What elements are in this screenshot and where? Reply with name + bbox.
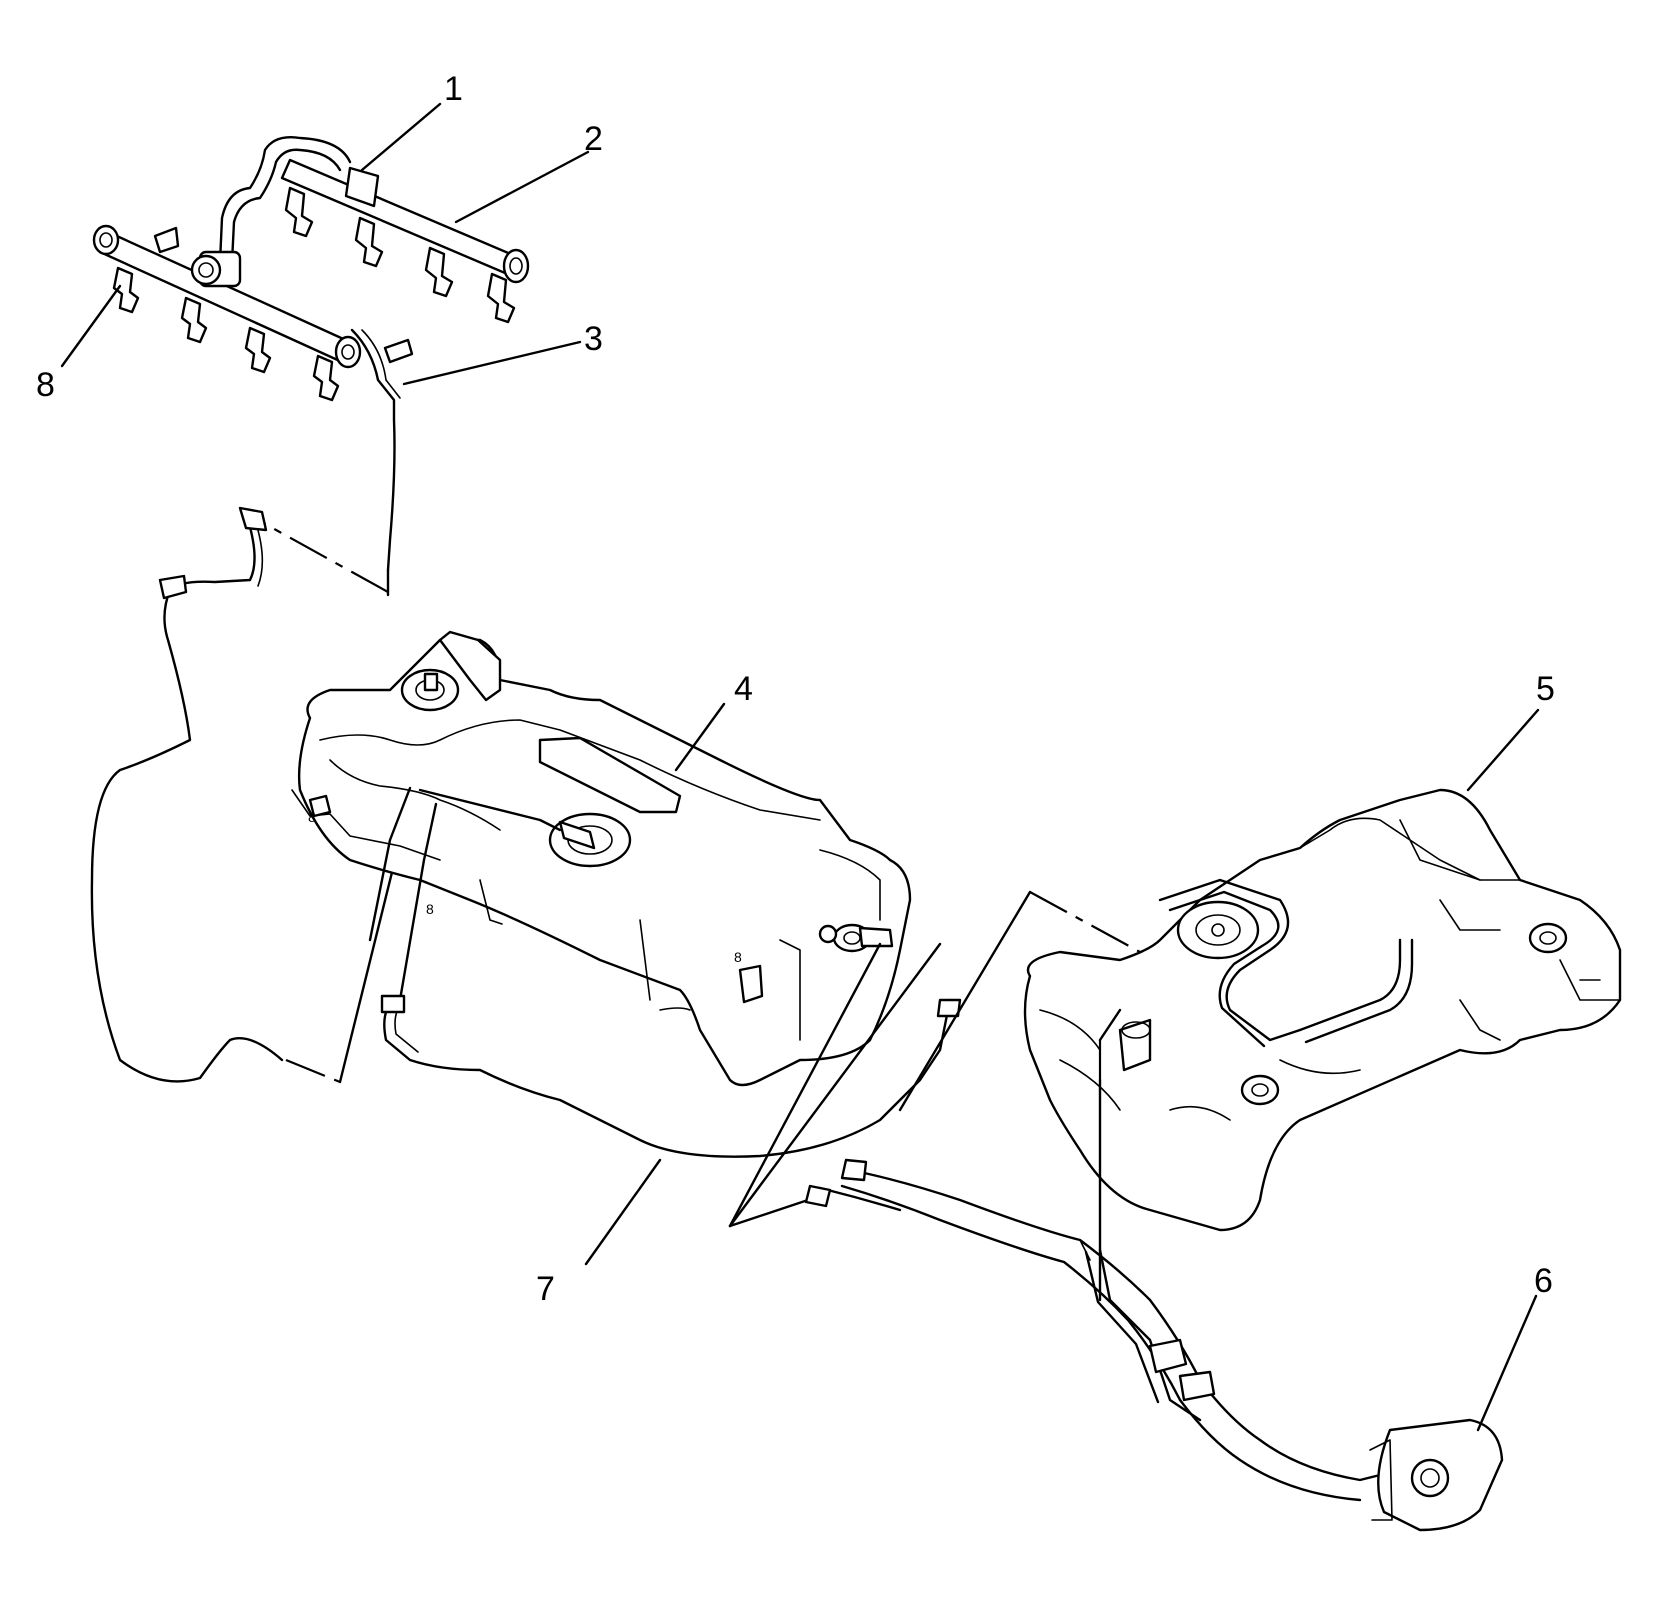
fuel-tank-left — [291, 630, 912, 1087]
callout-8: 8 — [36, 366, 55, 404]
fuel-filler-pipe — [804, 1008, 1504, 1532]
callout-leaders — [60, 102, 1540, 1432]
callout-3: 3 — [584, 320, 603, 358]
callout-labels: 1 2 3 4 5 6 7 8 — [36, 70, 1555, 1308]
connection-leaders — [728, 890, 1141, 1228]
injector-rear-1 — [284, 186, 314, 238]
fuel-tank-right — [1023, 788, 1622, 1232]
callout-2: 2 — [584, 120, 603, 158]
callout-5: 5 — [1536, 670, 1555, 708]
fuel-pipe-under-tank — [380, 994, 962, 1158]
injector-front-2 — [180, 296, 208, 344]
flange-marks: 8 8 8 — [308, 809, 742, 965]
callout-7: 7 — [536, 1270, 555, 1308]
injector-rear-3 — [424, 246, 454, 298]
injector-rear-2 — [354, 216, 384, 268]
fuel-rail-assembly — [92, 136, 530, 402]
injector-rear-4 — [486, 272, 516, 324]
callout-4: 4 — [734, 670, 753, 708]
callout-6: 6 — [1534, 1262, 1553, 1300]
flange-mark-1: 8 — [308, 809, 316, 825]
flange-mark-3: 8 — [734, 949, 742, 965]
injector-front-4 — [312, 354, 340, 402]
flange-mark-2: 8 — [426, 901, 434, 917]
callout-1: 1 — [444, 70, 463, 108]
injector-front-3 — [244, 326, 272, 374]
fuel-feed-hose — [90, 506, 402, 1084]
